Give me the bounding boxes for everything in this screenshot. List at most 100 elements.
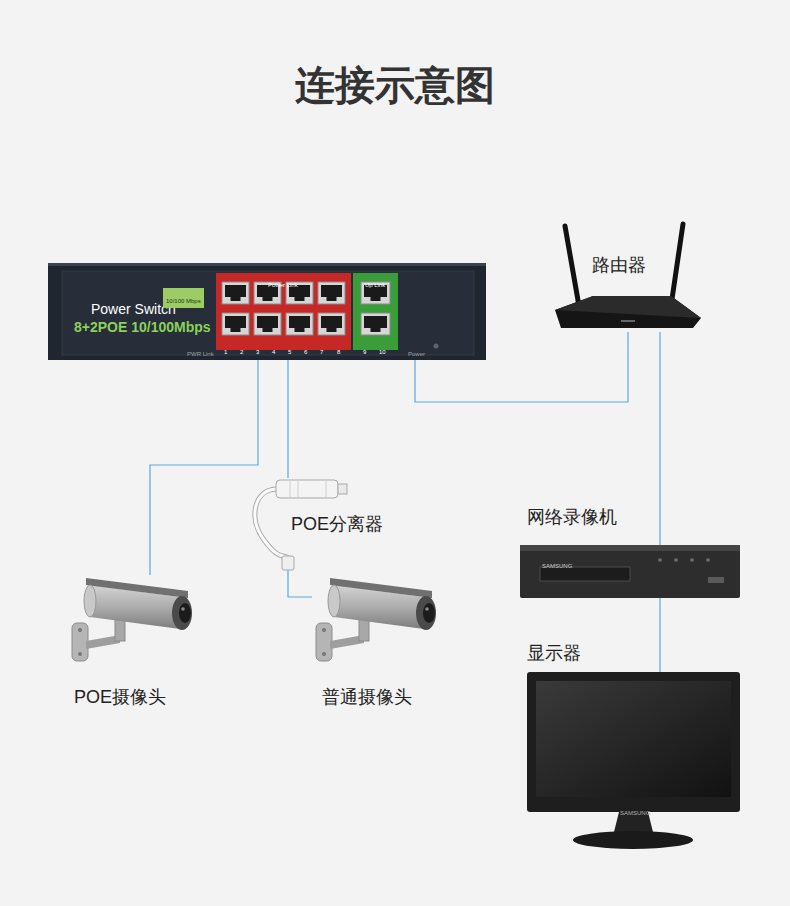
- lens-ring: [416, 596, 436, 630]
- node-text: 10/100 Mbps: [166, 298, 201, 305]
- dc-plug: [282, 556, 294, 570]
- device-node: 显示器SAMSUNG: [527, 672, 740, 852]
- nvr-button: [658, 558, 662, 562]
- port-number: 1: [224, 349, 227, 356]
- port-socket: [257, 316, 278, 328]
- port-number: 2: [240, 349, 243, 356]
- lens-glint: [425, 607, 429, 611]
- port-socket: [225, 285, 246, 297]
- sun-shade: [86, 578, 188, 598]
- text-slot: Up Link: [365, 273, 385, 291]
- port-socket: [321, 285, 342, 297]
- cable-line: [659, 332, 660, 545]
- text-slot: POE摄像头: [74, 687, 166, 708]
- port-tab: [295, 297, 305, 301]
- port-number: 7: [320, 349, 323, 356]
- label-slot: 4: [272, 340, 275, 358]
- monitor-base: [573, 831, 693, 849]
- device-illustration: [553, 222, 703, 332]
- cable-line: [659, 598, 660, 672]
- port-number: 6: [304, 349, 307, 356]
- text-slot: 普通摄像头: [322, 687, 412, 708]
- port-number: 8: [337, 349, 340, 356]
- node-text: POE摄像头: [74, 687, 166, 708]
- label-slot: Power: [408, 342, 425, 360]
- device-marking: SAMSUNG: [542, 563, 572, 570]
- cable-line: [287, 360, 288, 478]
- label-slot: 1: [224, 340, 227, 358]
- device-marking: SAMSUNG: [620, 810, 650, 817]
- port-number: 4: [272, 349, 275, 356]
- switch-housing: [48, 263, 486, 360]
- port-number: 5: [288, 349, 291, 356]
- splitter-body: [276, 480, 338, 498]
- antenna: [565, 226, 579, 306]
- device-node: 10/100 Mbps: [163, 288, 204, 308]
- nvr-logo: [708, 577, 724, 583]
- device-node: Power Switch8+2POE 10/100Mbps10/100 Mbps…: [48, 263, 486, 360]
- port-socket: [289, 316, 310, 328]
- antenna: [671, 224, 683, 306]
- label-slot: 8: [337, 340, 340, 358]
- uplink-port-panel: [353, 273, 398, 350]
- switch-face: [62, 271, 474, 355]
- back-cap: [84, 585, 96, 617]
- port-frame: [254, 313, 281, 335]
- screw: [78, 652, 82, 656]
- port-frame: [222, 313, 249, 335]
- screw: [78, 628, 82, 632]
- nvr-body: [520, 545, 740, 598]
- label-slot: 9: [363, 340, 366, 358]
- switch-edge: [48, 263, 486, 266]
- port-frame: [286, 313, 313, 335]
- port-tab: [263, 297, 273, 301]
- node-text: 网络录像机: [527, 507, 617, 528]
- wall-plate: [72, 623, 88, 661]
- text-slot: 8+2POE 10/100Mbps: [74, 318, 211, 336]
- port-number: 9: [363, 349, 366, 356]
- port-number: 3: [256, 349, 259, 356]
- lens: [423, 603, 435, 623]
- wall-plate: [316, 623, 332, 661]
- diagram-title: 连接示意图: [295, 62, 495, 108]
- nvr-button: [690, 558, 694, 562]
- device-node: POE分离器: [246, 478, 406, 570]
- cable-line: [150, 360, 258, 575]
- port-tab: [371, 328, 381, 332]
- text-slot: 网络录像机: [527, 507, 617, 528]
- port-tab: [371, 297, 381, 301]
- port-tab: [231, 297, 241, 301]
- text-slot: POE分离器: [291, 514, 383, 535]
- drive-slot: [540, 567, 630, 581]
- device-illustration: [68, 575, 213, 665]
- port-tab: [295, 328, 305, 332]
- label-slot: PWR Link: [187, 342, 214, 360]
- cable-outline: [255, 489, 288, 558]
- device-node: POE摄像头: [68, 575, 213, 665]
- router-logo: [621, 320, 635, 322]
- text-slot: Power Link: [268, 273, 298, 291]
- device-node: Power Link12345678: [216, 273, 351, 350]
- device-illustration: [520, 545, 740, 598]
- label-slot: 6: [304, 340, 307, 358]
- cable-line: [288, 570, 312, 597]
- title-slot: 连接示意图: [0, 62, 790, 108]
- splitter-ridge: [290, 480, 326, 498]
- node-text: Up Link: [365, 282, 385, 289]
- node-text: POE分离器: [291, 514, 383, 535]
- device-marking: PWR Link: [187, 351, 214, 358]
- port-tab: [327, 297, 337, 301]
- power-led: [434, 344, 439, 349]
- node-text: 8+2POE 10/100Mbps: [74, 319, 211, 335]
- port-number: 10: [379, 349, 386, 356]
- back-cap: [328, 585, 340, 617]
- device-node: 路由器: [553, 222, 703, 332]
- text-slot: 路由器: [592, 255, 646, 276]
- node-text: 显示器: [527, 643, 581, 664]
- port-socket: [225, 316, 246, 328]
- port-frame: [361, 282, 390, 304]
- label-slot: 2: [240, 340, 243, 358]
- device-node: 普通摄像头: [312, 575, 457, 665]
- label-slot: SAMSUNG: [620, 801, 650, 819]
